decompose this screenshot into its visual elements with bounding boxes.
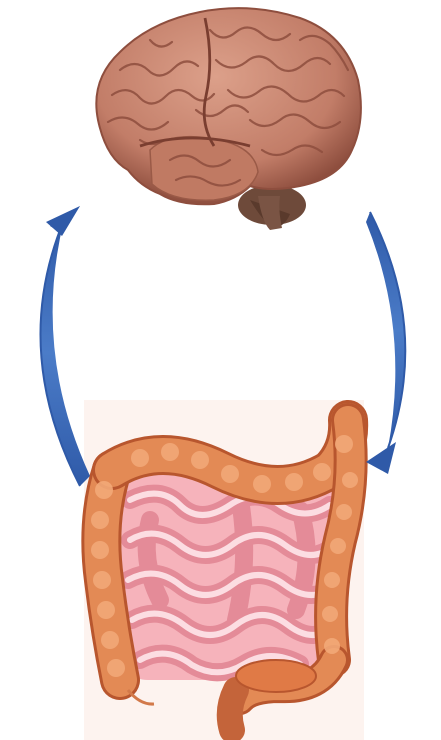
arrow-icon xyxy=(40,206,90,486)
arrow-icon xyxy=(366,212,405,474)
brain-icon xyxy=(96,8,361,230)
intestines-icon xyxy=(91,420,358,730)
